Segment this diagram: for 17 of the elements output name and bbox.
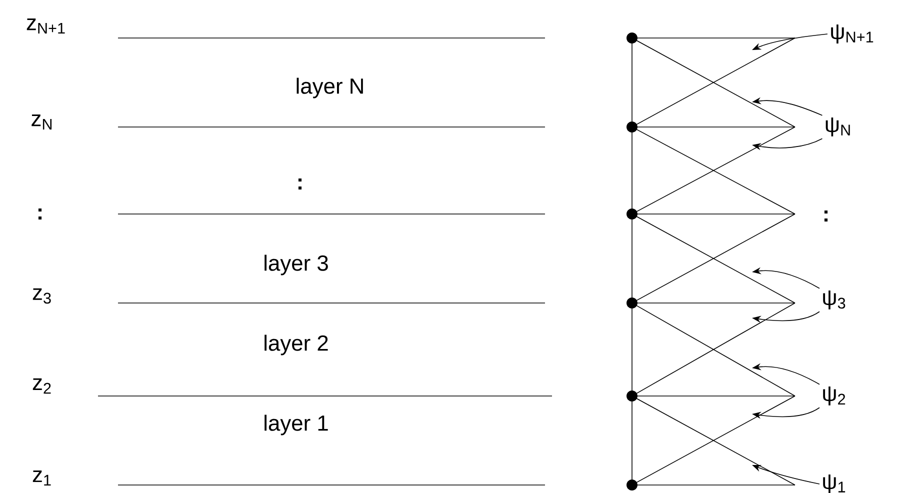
ellipsis-mark: :	[38, 208, 42, 220]
z-label: z$_{3}$	[32, 288, 51, 304]
z-label: z$_{1}$	[32, 470, 51, 486]
psi-label: ψ$_{2}$	[823, 386, 846, 406]
z-label: z$_{2}$	[32, 378, 51, 394]
ellipsis-mark: :	[824, 210, 828, 222]
layer-label: layer 3	[264, 254, 328, 276]
layer-label: layer 1	[264, 414, 328, 436]
layer-label: layer N	[296, 78, 363, 98]
psi-label: ψ$_{3}$	[823, 290, 846, 310]
layer-label: layer 2	[264, 334, 328, 356]
psi-label: ψ$_{N}$	[826, 118, 850, 136]
z-label: z$_{N+1}$	[26, 18, 65, 34]
z-label: z$_{N}$	[32, 114, 52, 130]
ellipsis-mark: :	[298, 178, 302, 190]
psi-label: ψ$_{1}$	[823, 474, 846, 493]
psi-label: ψ$_{N+1}$	[831, 24, 874, 44]
